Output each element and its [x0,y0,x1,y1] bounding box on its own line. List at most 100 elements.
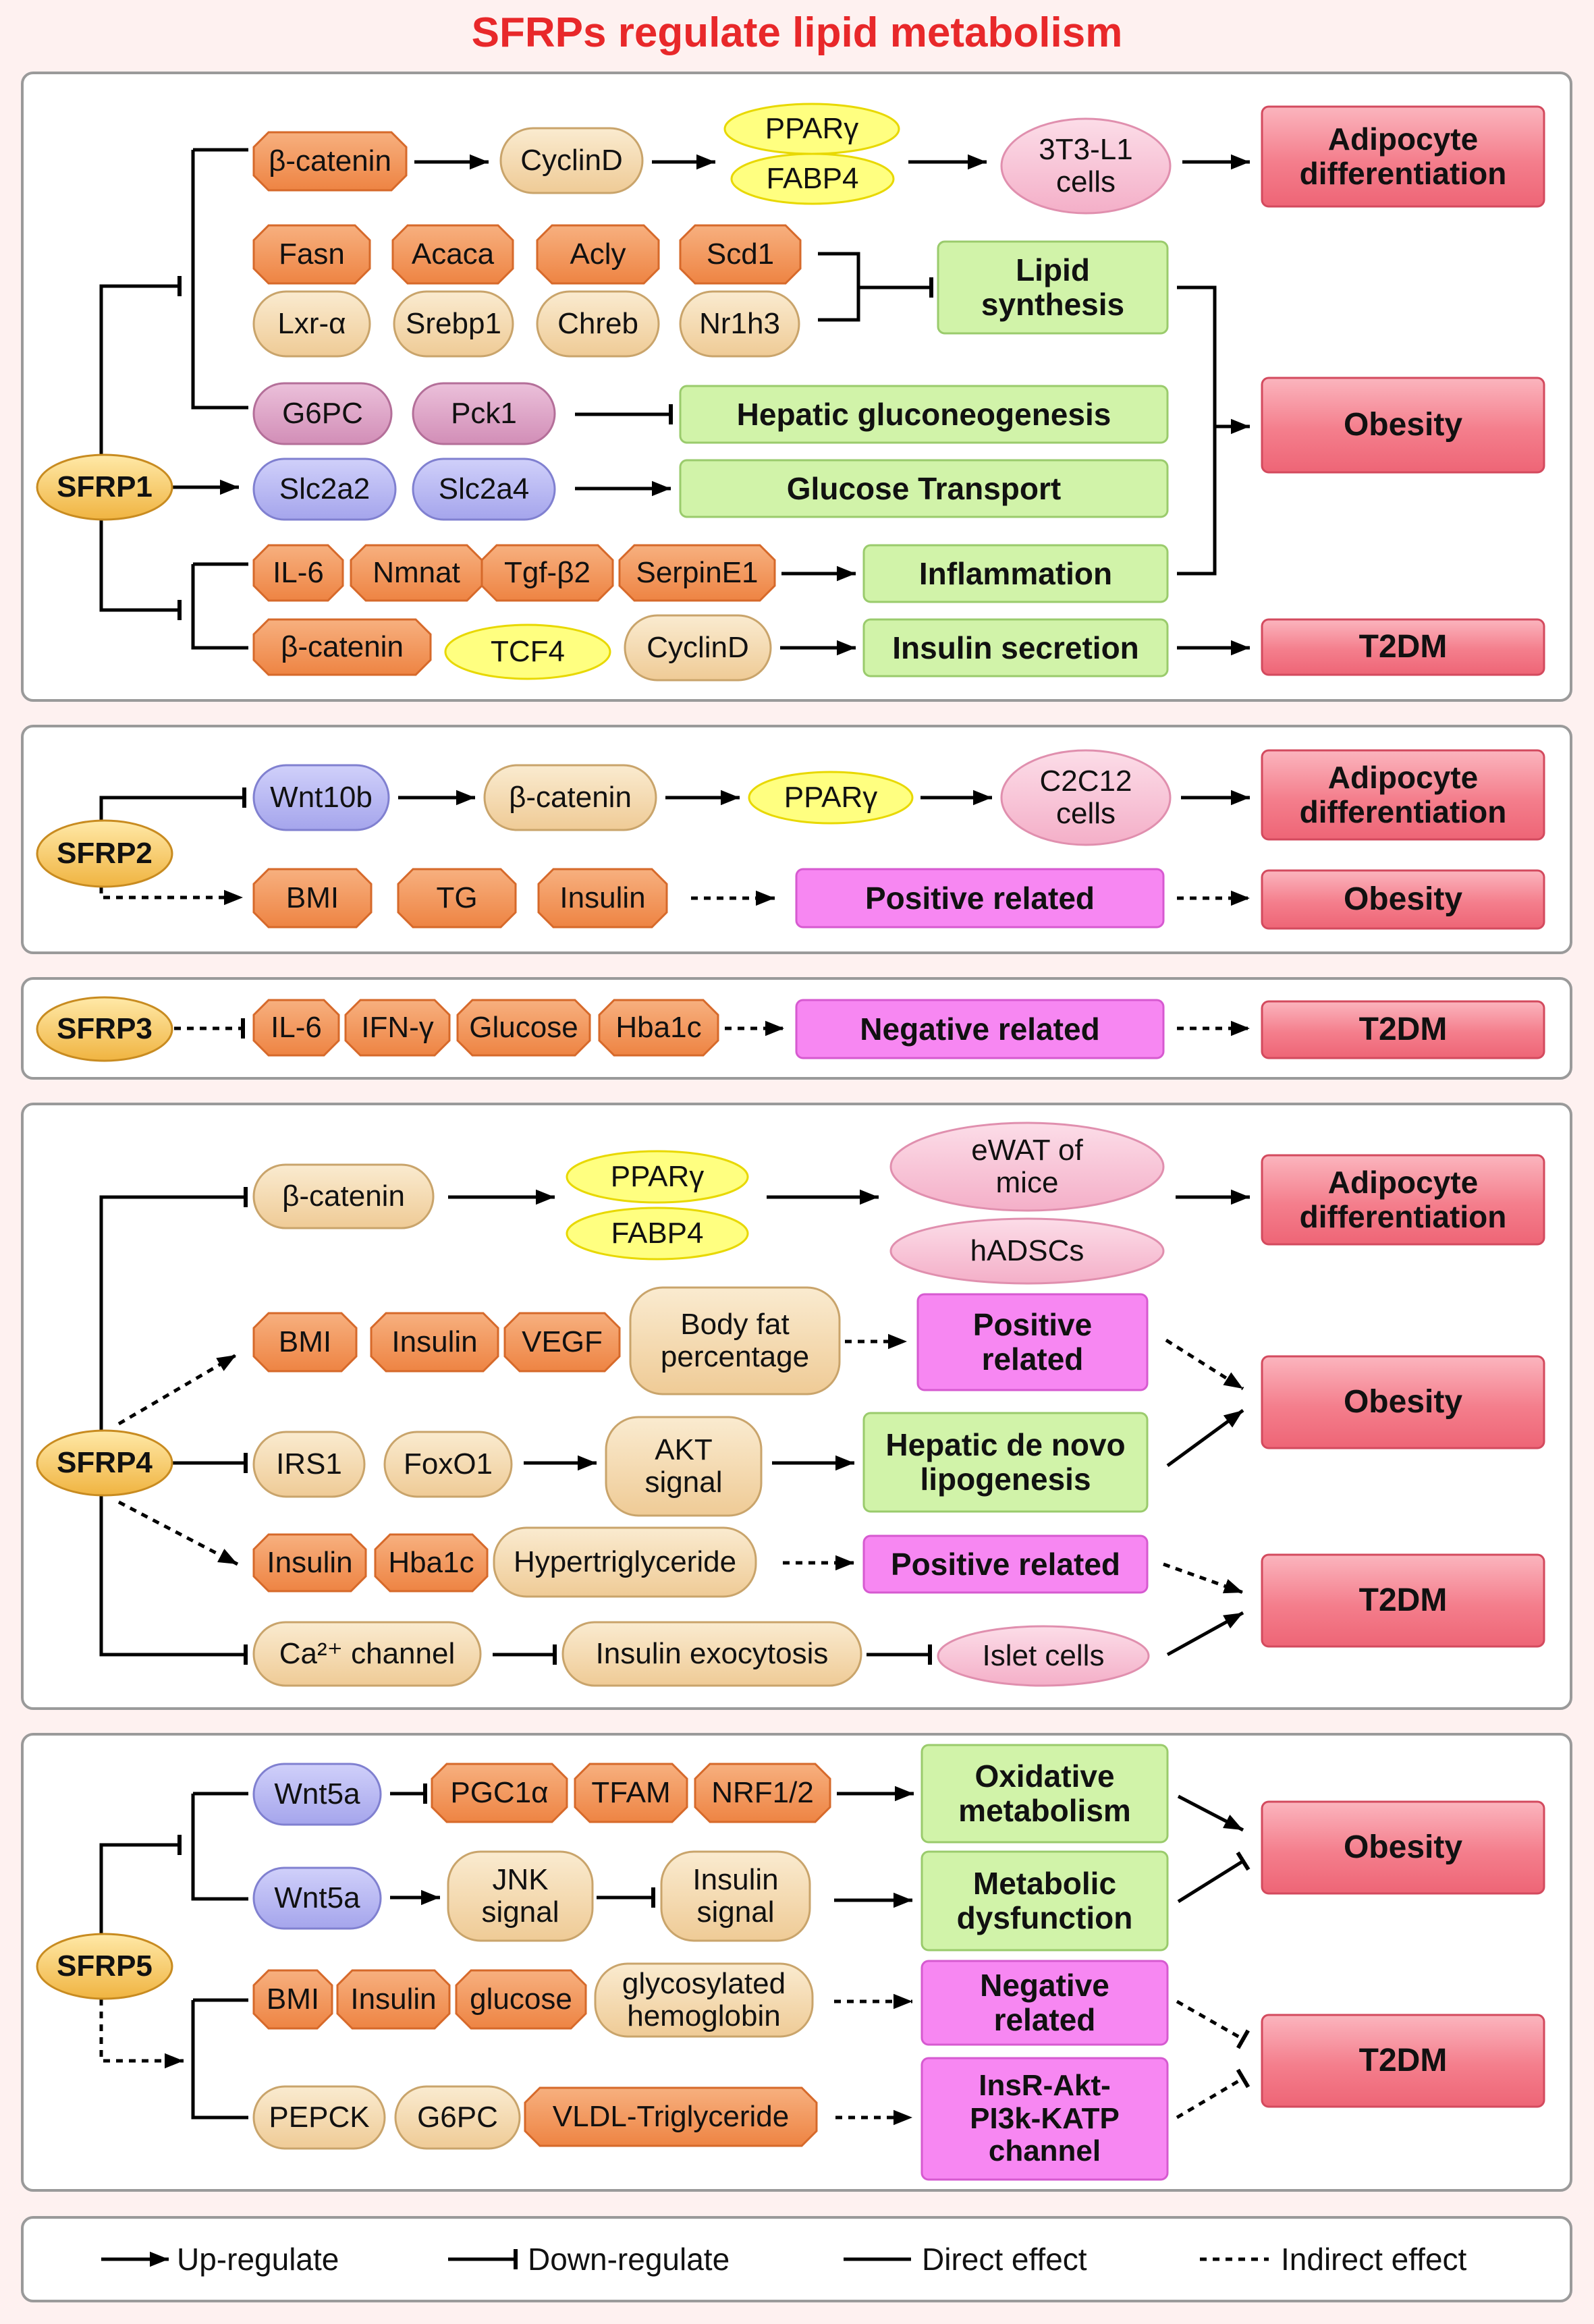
node-p2-obesity: Obesity [1343,881,1463,917]
node-p1-acly: Acly [570,237,626,271]
node-p4-irs1: IRS1 [276,1447,342,1481]
node-p1-t2dm: T2DM [1358,628,1448,665]
node-p1-cyclind1: CyclinD [520,143,623,177]
node-sfrp3: SFRP3 [57,1012,153,1045]
connector-21 [99,887,243,906]
node-p1-serpine1: SerpinE1 [636,555,759,589]
node-p3-ifng-shape [344,999,451,1057]
node-p1-bcat2: β-catenin [281,630,404,663]
node-p5-pepck: PEPCK [269,2100,370,2134]
node-p4-t2dm: T2DM [1358,1582,1448,1618]
node-p4-islet: Islet cells [982,1638,1105,1672]
node-p1-cyclind1-shape [499,127,644,194]
node-p1-adipo: Adipocyte differentiation [1299,121,1507,191]
node-p1-acaca-shape [391,224,514,285]
node-sfrp4: SFRP4 [57,1445,153,1479]
node-p5-g6pc-shape [394,2085,521,2150]
node-p4-adipo-shape [1261,1154,1545,1246]
node-p4-hypertg: Hypertriglyceride [513,1545,737,1578]
node-p3-negrel: Negative related [860,1011,1100,1047]
node-p4-bmi: BMI [278,1325,332,1358]
node-p1-il6: IL-6 [273,555,324,589]
node-p2-tg: TG [436,881,478,914]
node-p5-nrf12: NRF1/2 [711,1775,814,1809]
node-p1-3t3-shape [1000,117,1172,215]
node-p1-tcf4-shape [444,624,611,680]
node-p1-lxr-shape [252,290,371,358]
legend-direct-label: Direct effect [922,2241,1087,2277]
node-p3-glucose: Glucose [469,1010,578,1044]
node-p4-hba1c: Hba1c [388,1545,474,1579]
connector-60 [1177,1794,1244,1832]
node-p5-pgc1a-shape [431,1763,568,1823]
node-p2-posrel: Positive related [864,880,1095,916]
node-p5-bmi: BMI [266,1982,320,2016]
node-p1-lipid-shape [937,240,1169,335]
node-p3-t2dm: T2DM [1358,1011,1448,1047]
connector-4 [191,564,248,650]
node-p4-insulin-shape [370,1312,499,1373]
node-p2-bmi-shape [252,868,373,929]
node-p1-chreb: Chreb [557,306,638,340]
node-p4-ewat-shape [889,1122,1165,1212]
node-p4-bcat: β-catenin [282,1179,405,1213]
node-p5-tfam: TFAM [591,1775,671,1809]
node-p4-akt-shape [605,1416,763,1517]
node-p4-insulin: Insulin [391,1325,478,1358]
node-p1-slc2a2: Slc2a2 [279,472,370,505]
node-p5-insr: InsR-Akt- PI3k-KATP channel [970,2069,1120,2168]
connector-42 [1165,1338,1244,1391]
node-p1-adipo-shape [1261,105,1545,208]
node-p5-obesity: Obesity [1343,1829,1463,1865]
node-p4-bcat-shape [252,1163,435,1229]
node-p4-insulin2: Insulin [267,1545,353,1579]
node-p1-obesity: Obesity [1343,406,1463,443]
node-p1-pparg: PPARγ [765,111,859,145]
node-p4-hepdenovo: Hepatic de novo lipogenesis [885,1427,1126,1497]
node-p5-wnt5a1-shape [252,1763,382,1826]
node-p5-metdys-shape [920,1850,1169,1952]
node-p1-inflam: Inflammation [918,555,1113,591]
node-p4-hepdenovo-shape [862,1412,1149,1513]
node-p5-t2dm-shape [1261,2014,1545,2108]
node-p1-tgfb2: Tgf-β2 [503,555,590,589]
node-p1-nmnat: Nmnat [373,555,460,589]
node-p5-insulin: Insulin [350,1982,437,2016]
node-p4-adipo: Adipocyte differentiation [1299,1165,1507,1234]
node-p2-insulin-shape [537,868,668,929]
node-p2-pparg-shape [748,771,914,825]
node-p4-t2dm-shape [1261,1553,1545,1648]
panel-sfrp5 [21,1733,1572,2192]
connector-3 [99,520,182,620]
node-p4-posrel1-shape [916,1293,1149,1391]
node-p1-nmnat-shape [350,544,483,602]
connector-20 [99,787,246,821]
legend-panel [21,2216,1572,2302]
node-p5-glucose: glucose [470,1982,572,2016]
node-p4-akt: AKT signal [644,1433,723,1499]
node-sfrp4-shape [36,1429,173,1497]
node-p4-pparg: PPARγ [610,1159,705,1193]
node-p4-ewat: eWAT of mice [971,1133,1083,1199]
node-p1-cyclind2-shape [624,614,772,682]
node-p1-hepgluco: Hepatic gluconeogenesis [736,396,1111,432]
connector-1 [191,150,248,410]
node-p2-c2c12: C2C12 cells [1039,764,1132,830]
connector-0 [99,276,182,455]
node-p4-hba1c-shape [374,1533,489,1593]
node-p3-hba1c-shape [598,999,719,1057]
node-p1-srebp1: Srebp1 [406,306,501,340]
node-p2-tg-shape [397,868,517,929]
node-p1-3t3: 3T3-L1 cells [1039,132,1133,198]
node-p4-bodyfat-shape [629,1286,841,1395]
node-p5-vldl-shape [524,2086,818,2147]
node-p1-g6pc: G6PC [282,396,363,430]
node-p4-posrel1: Positive related [972,1307,1093,1377]
node-p1-il6-shape [252,544,344,602]
legend-up-label: Up-regulate [177,2241,339,2277]
node-p5-vldl: VLDL-Triglyceride [552,2099,790,2133]
node-p1-pck1-shape [412,382,556,445]
connector-32 [99,1495,248,1665]
node-p4-posrel2-shape [862,1534,1149,1594]
